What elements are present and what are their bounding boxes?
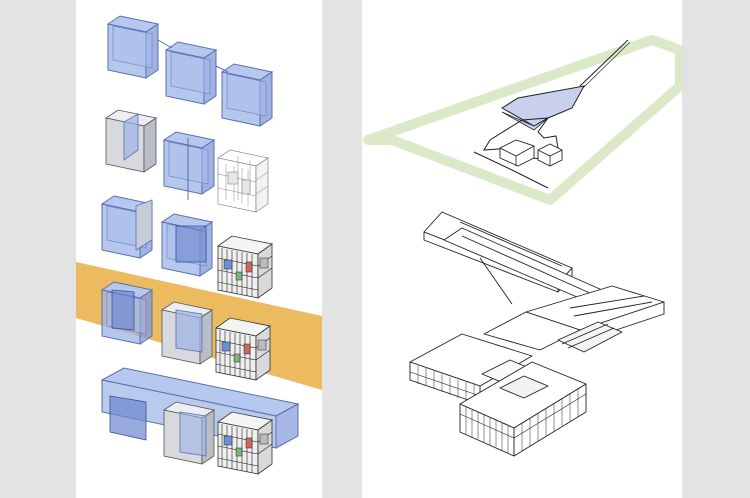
axonometric-panel bbox=[362, 0, 682, 498]
site-plan-axonometric bbox=[363, 35, 682, 205]
step-2-solid-and-wireframe bbox=[105, 109, 269, 213]
massing-diagram-svg bbox=[76, 15, 322, 475]
building-axonometric bbox=[409, 211, 665, 457]
step-4-circulation-band bbox=[101, 281, 271, 381]
axonometric-svg bbox=[363, 35, 682, 457]
step-1-glass-volumes bbox=[107, 15, 273, 127]
massing-diagram-panel bbox=[76, 0, 322, 498]
step-3-structure-emerges bbox=[101, 195, 273, 299]
step-5-merged-volumes bbox=[100, 367, 300, 475]
